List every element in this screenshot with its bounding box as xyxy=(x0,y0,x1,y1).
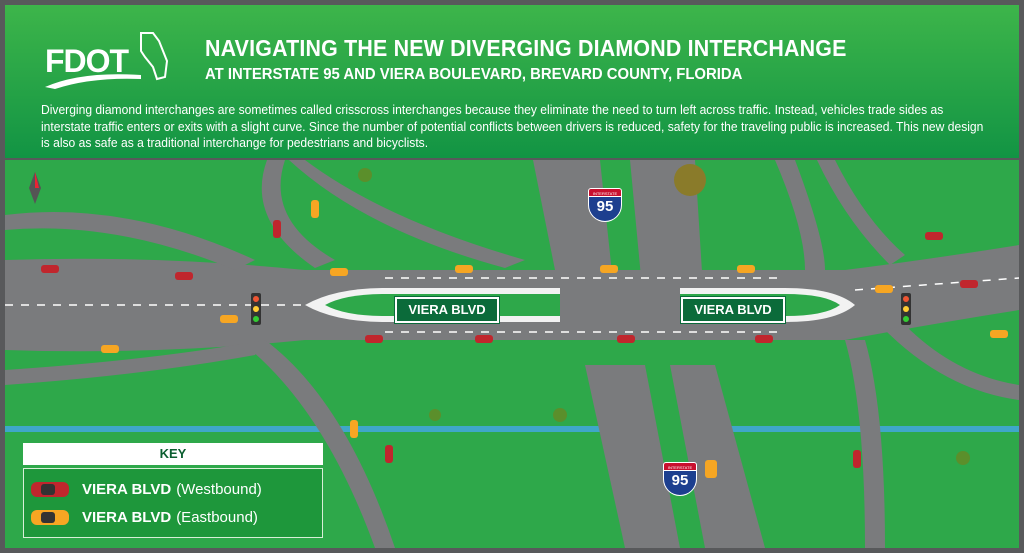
page-subtitle: AT INTERSTATE 95 AND VIERA BOULEVARD, BR… xyxy=(205,66,743,83)
traffic-signal-west xyxy=(251,293,261,325)
shield-label: INTERSTATE xyxy=(588,188,622,197)
key-item-road: VIERA BLVD xyxy=(82,508,172,526)
interstate-95-shield-south: INTERSTATE 95 xyxy=(663,462,697,496)
westbound-cars xyxy=(41,220,978,468)
description: Diverging diamond interchanges are somet… xyxy=(41,103,984,150)
legend-key: KEY VIERA BLVD (Westbound) VIERA BLVD (E… xyxy=(23,443,323,539)
road-sign-viera-blvd-west: VIERA BLVD xyxy=(394,296,500,324)
key-item-direction: (Westbound) xyxy=(176,480,262,498)
fdot-logo-text: FDOT xyxy=(45,43,129,79)
road-sign-viera-blvd-east: VIERA BLVD xyxy=(680,296,786,324)
page-title: NAVIGATING THE NEW DIVERGING DIAMOND INT… xyxy=(205,35,847,61)
canal xyxy=(5,426,1019,432)
key-title: KEY xyxy=(23,443,323,465)
shield-number: 95 xyxy=(588,197,622,222)
key-item-westbound: VIERA BLVD (Westbound) xyxy=(24,475,322,503)
shield-label: INTERSTATE xyxy=(663,462,697,471)
header-banner: FDOT NAVIGATING THE NEW DIVERGING DIAMON… xyxy=(5,5,1019,158)
red-car-icon xyxy=(31,481,69,497)
orange-car-icon xyxy=(31,509,69,525)
shield-number: 95 xyxy=(663,471,697,496)
compass-icon xyxy=(29,172,41,204)
traffic-signal-east xyxy=(901,293,911,325)
eastbound-cars xyxy=(101,200,1008,478)
key-item-eastbound: VIERA BLVD (Eastbound) xyxy=(24,503,322,531)
interstate-95-shield-north: INTERSTATE 95 xyxy=(588,188,622,222)
fdot-logo xyxy=(45,32,169,89)
key-item-road: VIERA BLVD xyxy=(82,480,172,498)
key-item-direction: (Eastbound) xyxy=(176,508,258,526)
